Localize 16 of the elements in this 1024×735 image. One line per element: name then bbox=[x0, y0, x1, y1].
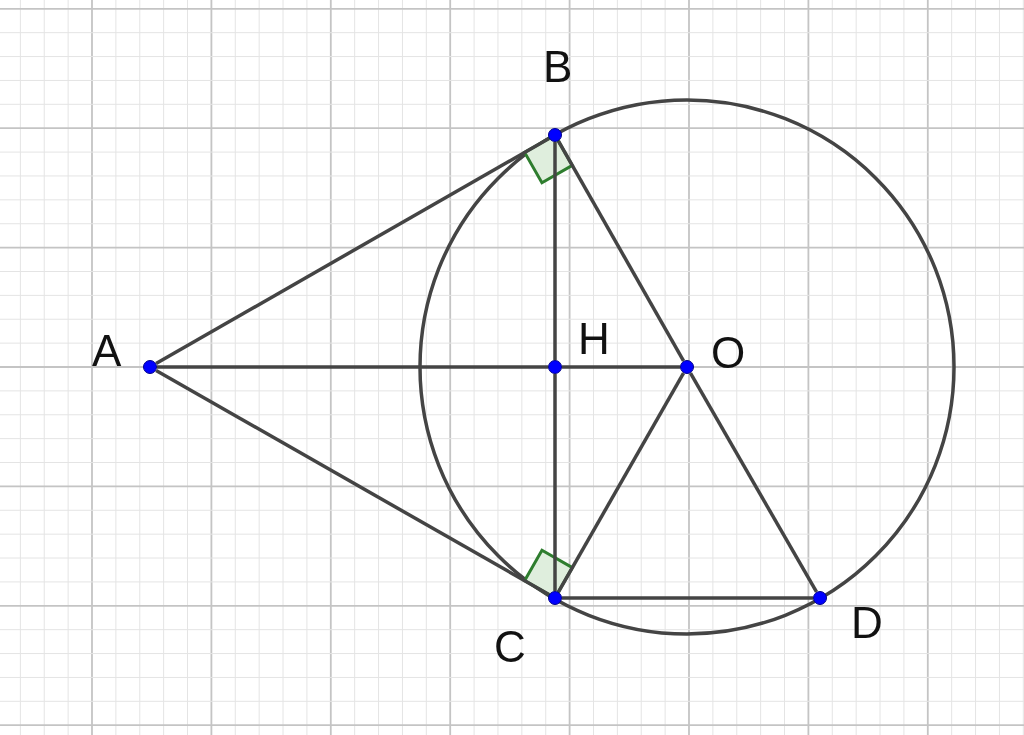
point-label: D bbox=[851, 601, 883, 645]
line-segment bbox=[157, 365, 548, 369]
line-segment bbox=[556, 372, 686, 593]
line-segment bbox=[556, 140, 686, 362]
line-segment bbox=[553, 142, 557, 360]
point-label: O bbox=[711, 331, 746, 375]
line-segment bbox=[562, 596, 813, 600]
point-label: A bbox=[92, 329, 122, 373]
line-segment bbox=[155, 368, 550, 597]
point-label: H bbox=[578, 317, 610, 361]
point-label: C bbox=[494, 625, 526, 669]
point-label: B bbox=[543, 45, 573, 89]
line-segment bbox=[562, 365, 680, 369]
line-segment bbox=[553, 374, 557, 591]
line-segment bbox=[155, 136, 550, 366]
line-segment bbox=[688, 372, 819, 593]
